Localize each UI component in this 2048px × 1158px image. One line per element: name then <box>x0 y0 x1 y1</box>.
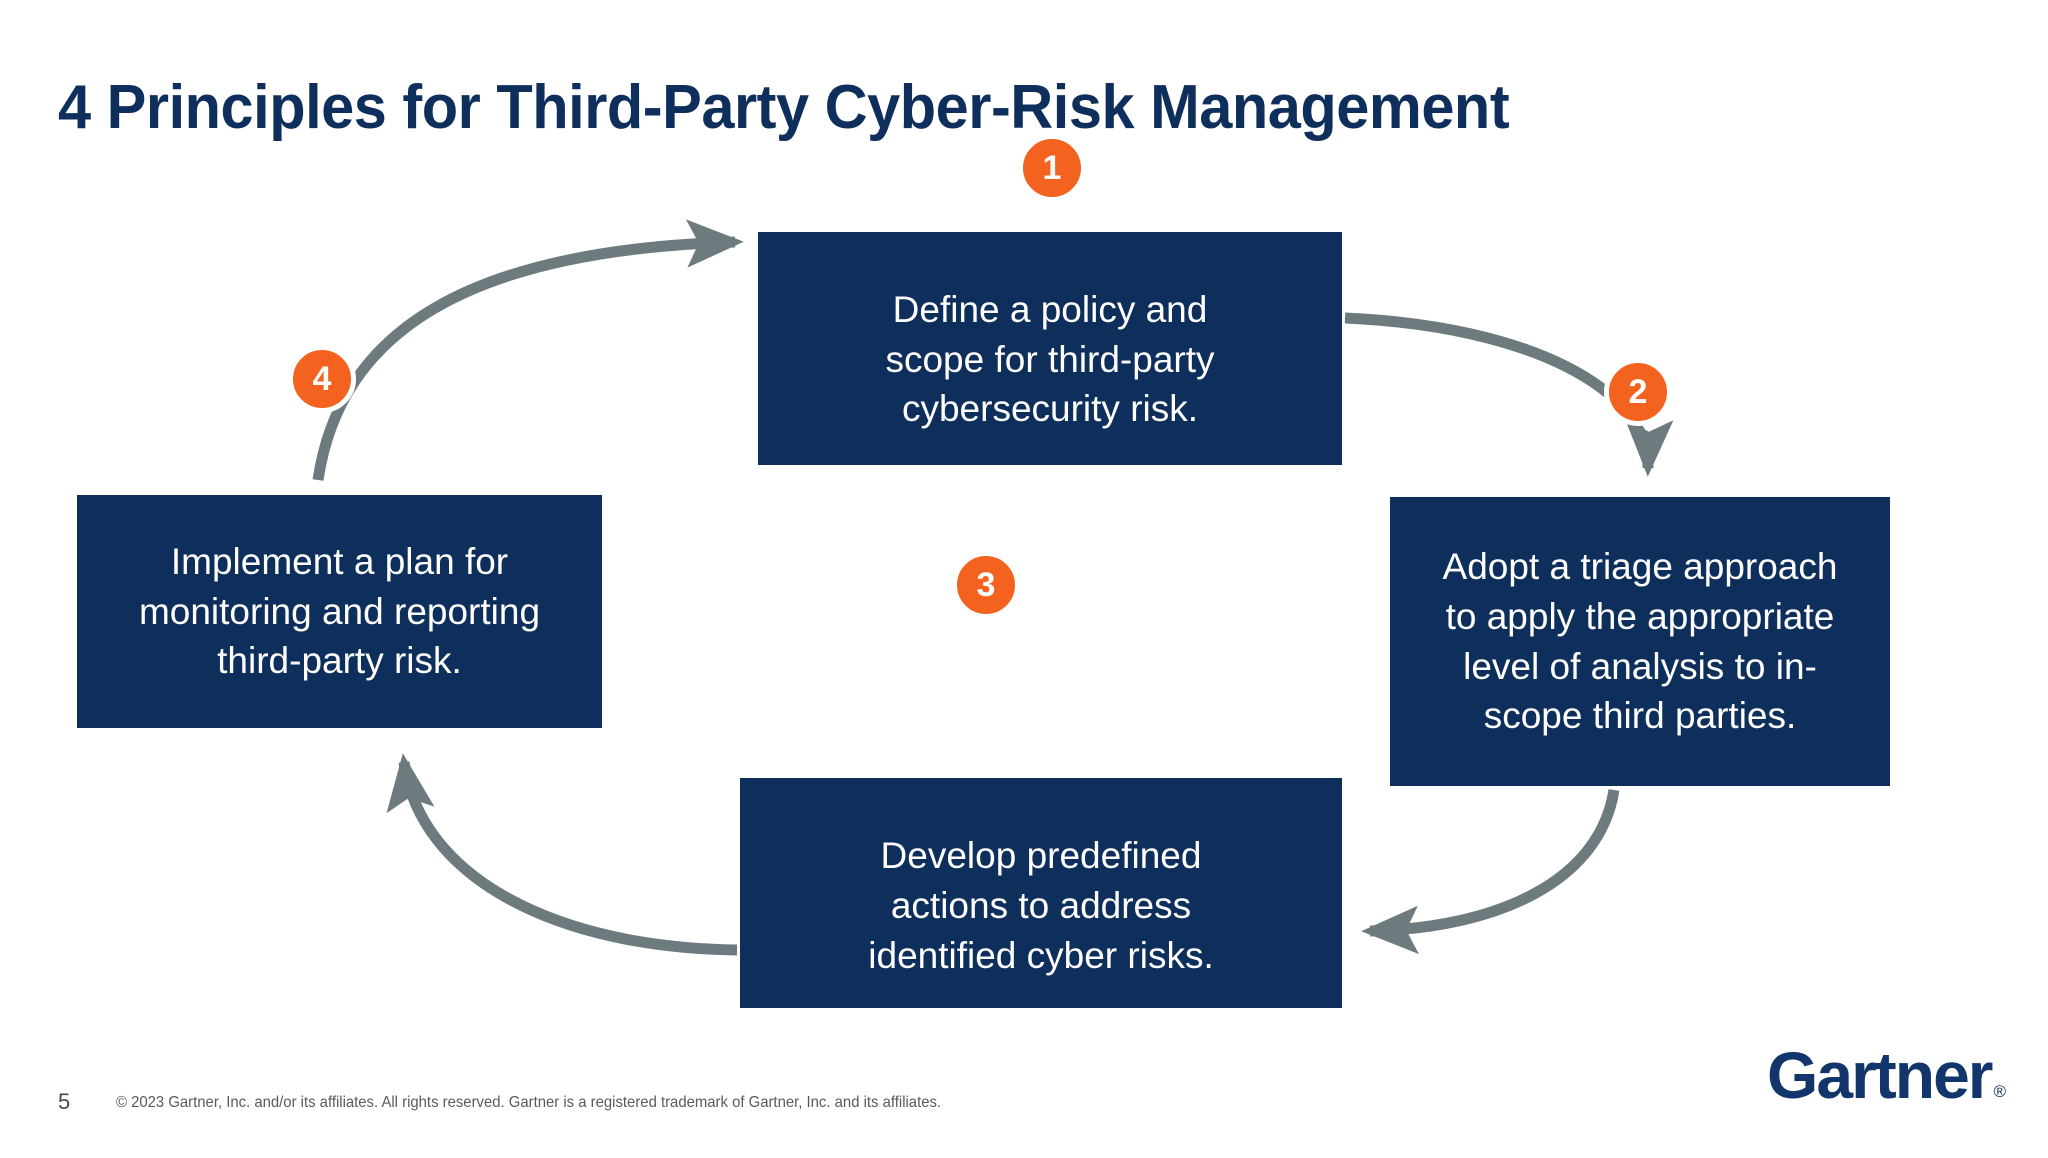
gartner-logo: Gartner ® <box>1767 1042 2006 1108</box>
arrow-4-to-1 <box>312 219 744 481</box>
registered-trademark-icon: ® <box>1993 1082 2006 1101</box>
process-box-step-4-text: Implement a plan for monitoring and repo… <box>138 540 541 682</box>
copyright-notice: © 2023 Gartner, Inc. and/or its affiliat… <box>116 1094 942 1111</box>
step-badge-1: 1 <box>1018 134 1086 202</box>
process-box-step-3[interactable]: Develop predefined actions to address id… <box>740 778 1342 1008</box>
process-box-step-2[interactable]: Adopt a triage approach to apply the app… <box>1390 497 1890 786</box>
process-box-step-1[interactable]: Define a policy and scope for third-part… <box>758 232 1342 465</box>
process-box-step-2-text: Adopt a triage approach to apply the app… <box>1442 545 1838 737</box>
step-badge-4: 4 <box>288 345 356 413</box>
page-title: 4 Principles for Third-Party Cyber-Risk … <box>58 72 1510 142</box>
step-badge-3: 3 <box>952 551 1020 619</box>
process-box-step-3-text: Develop predefined actions to address id… <box>868 835 1214 976</box>
process-box-step-4[interactable]: Implement a plan for monitoring and repo… <box>77 495 602 728</box>
page-number: 5 <box>58 1089 71 1114</box>
gartner-logo-wordmark: Gartner <box>1767 1038 1993 1112</box>
arrow-1-to-2 <box>1344 312 1674 477</box>
arrow-2-to-3 <box>1361 789 1620 955</box>
process-box-step-1-text: Define a policy and scope for third-part… <box>885 288 1215 430</box>
step-badge-2: 2 <box>1604 358 1672 426</box>
arrow-3-to-4 <box>386 753 738 956</box>
